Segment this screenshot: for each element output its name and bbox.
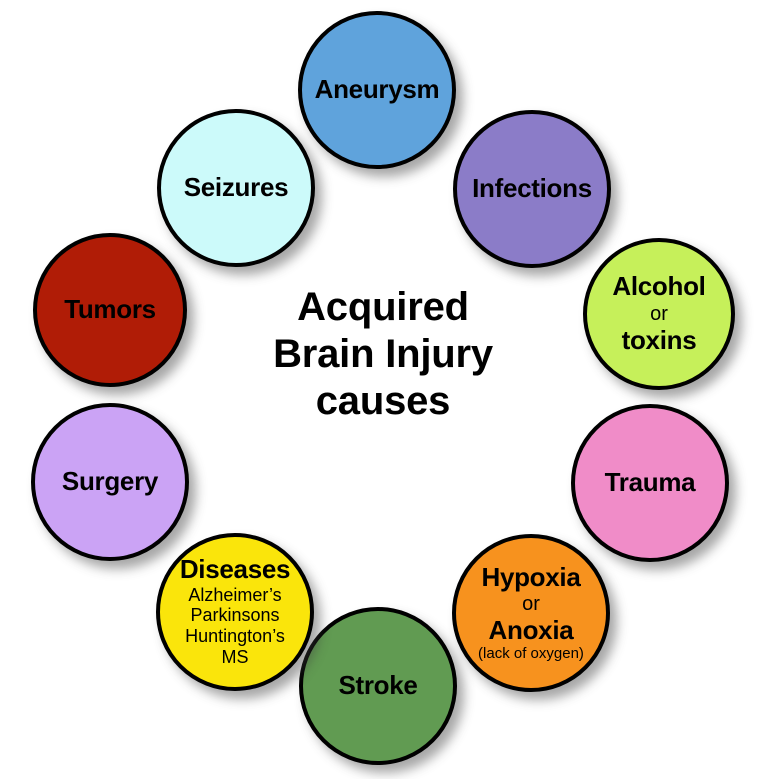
cause-node-tumors[interactable]: Tumors [33,233,187,387]
cause-node-trauma[interactable]: Trauma [571,404,729,562]
cause-node-label: Aneurysm [314,74,440,105]
cause-node-conjunction: or [522,593,540,616]
cause-node-label: Tumors [64,294,156,325]
title-line-1: Acquired [297,285,469,329]
cause-node-infections[interactable]: Infections [453,110,611,268]
cause-node-seizures[interactable]: Seizures [157,109,315,267]
cause-node-sublist-item: Alzheimer’s [188,584,282,605]
cause-node-label: Trauma [604,467,696,498]
cause-node-label: Diseases [179,553,291,584]
cause-node-label-alt: toxins [621,325,697,355]
cause-node-stroke[interactable]: Stroke [299,607,457,765]
cause-node-label-alt: Anoxia [488,615,574,646]
cause-node-label: Hypoxia [481,561,581,592]
cause-node-label: Seizures [183,172,289,203]
cause-node-surgery[interactable]: Surgery [31,403,189,561]
cause-node-label: Infections [472,173,592,204]
cause-node-label: Stroke [338,670,418,701]
cause-node-sublist-item: MS [221,647,249,668]
cause-node-label: Surgery [61,466,159,497]
title-line-2: Brain Injury [273,331,493,376]
cause-node-label: Alcohol [612,271,706,302]
cause-node-aneurysm[interactable]: Aneurysm [298,11,456,169]
title-line-3: causes [315,378,451,423]
cause-node-note: (lack of oxygen) [478,644,584,662]
page-title: Acquired Brain Injury causes [228,284,538,424]
cause-node-conjunction: or [650,303,668,325]
cause-node-sublist-item: Parkinsons [190,605,280,626]
cause-node-sublist-item: Huntington’s [185,626,285,647]
